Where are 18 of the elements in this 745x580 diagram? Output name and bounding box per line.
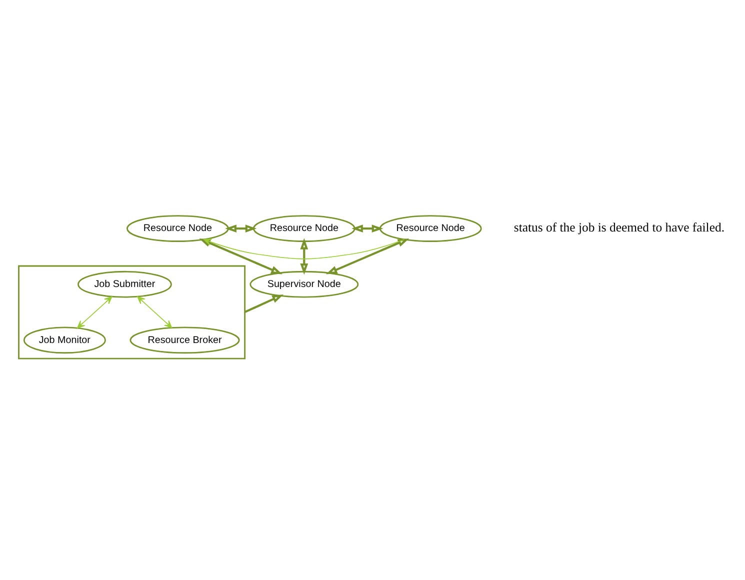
arrow xyxy=(199,238,282,274)
node-ellipse: Resource Broker xyxy=(130,326,240,354)
arrow xyxy=(300,238,308,275)
node-ellipse: Resource Node xyxy=(252,215,356,242)
arrow xyxy=(244,294,284,314)
node-ellipse: Resource Node xyxy=(126,215,229,242)
node-ellipse: Resource Node xyxy=(379,215,482,242)
arrow xyxy=(225,224,257,232)
arrow xyxy=(326,238,410,274)
arrow xyxy=(352,224,384,232)
label: status of the job is deemed to have failed. xyxy=(514,220,725,235)
cluster xyxy=(18,265,246,360)
node-ellipse: Job Monitor xyxy=(23,326,106,354)
arrow xyxy=(137,296,172,328)
node-ellipse: Supervisor Node xyxy=(250,270,359,298)
arrow xyxy=(204,238,405,260)
arrow xyxy=(77,296,112,328)
node-ellipse: Job Submitter xyxy=(78,270,172,298)
